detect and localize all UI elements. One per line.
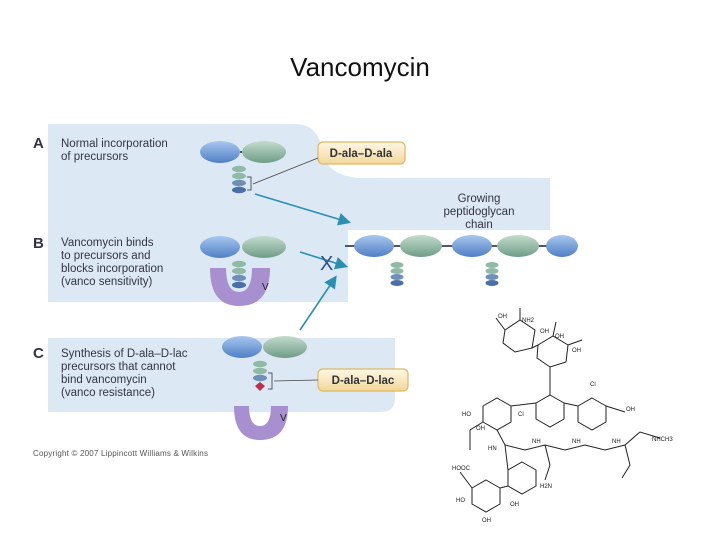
panel-a-text-2: of precursors bbox=[61, 151, 128, 163]
growing-chain-line-3: chain bbox=[465, 219, 493, 231]
label-oh-1: OH bbox=[498, 314, 507, 320]
d-ala-d-ala-tag: D-ala–D-ala bbox=[317, 141, 406, 165]
label-nhch3: NHCH3 bbox=[652, 437, 673, 443]
label-nh-3: NH bbox=[612, 439, 621, 445]
vancomycin-bound-b: V bbox=[210, 268, 270, 306]
panel-c-text-2: precursors that cannot bbox=[61, 361, 176, 373]
pointer-line-a bbox=[252, 157, 319, 185]
growing-chain-line-1: Growing bbox=[458, 193, 501, 205]
panel-c-text-4: (vanco resistance) bbox=[61, 387, 155, 399]
incorporation-arrow bbox=[254, 193, 352, 226]
precursor-b bbox=[200, 236, 286, 289]
label-cl-1: Cl bbox=[590, 382, 596, 388]
panel-c-text-1: Synthesis of D-ala–D-lac bbox=[61, 348, 188, 360]
precursor-c bbox=[222, 336, 307, 391]
label-ho-1: HO bbox=[462, 412, 471, 418]
label-oh-7: OH bbox=[510, 502, 519, 508]
label-oh-4: OH bbox=[572, 348, 581, 354]
d-ala-d-ala-label: D-ala–D-ala bbox=[330, 148, 393, 160]
panel-c-text-3: bind vancomycin bbox=[61, 374, 147, 386]
panel-a-letter: A bbox=[33, 135, 44, 152]
label-hooc: HOOC bbox=[452, 466, 471, 472]
copyright-notice: Copyright © 2007 Lippincott Williams & W… bbox=[33, 449, 209, 458]
vanco-label-c: V bbox=[280, 413, 287, 424]
vancomycin-structure bbox=[459, 308, 661, 513]
resistance-arrow bbox=[299, 275, 337, 331]
label-h2n: H2N bbox=[540, 484, 552, 490]
panel-b-text-1: Vancomycin binds bbox=[61, 237, 154, 249]
panel-b-letter: B bbox=[33, 235, 44, 252]
panel-c-letter: C bbox=[33, 345, 44, 362]
label-oh-5: OH bbox=[626, 407, 635, 413]
structure-labels: NH2 OH OH OH OH Cl Cl HO OH OH NHCH3 HN … bbox=[452, 314, 673, 524]
label-ho-2: HO bbox=[456, 498, 465, 504]
label-oh-2: OH bbox=[540, 329, 549, 335]
label-nh-1: NH bbox=[532, 439, 541, 445]
precursor-a bbox=[200, 141, 286, 194]
label-hn: HN bbox=[488, 446, 497, 452]
peptidoglycan-chain bbox=[345, 235, 578, 286]
label-nh2-sugar: NH2 bbox=[522, 318, 535, 324]
label-oh-6: OH bbox=[476, 426, 485, 432]
page-title: Vancomycin bbox=[290, 52, 430, 82]
label-oh-3: OH bbox=[555, 334, 564, 340]
growing-chain-line-2: peptidoglycan bbox=[444, 206, 515, 218]
panel-b-background bbox=[48, 230, 348, 302]
panel-a-text-1: Normal incorporation bbox=[61, 138, 168, 150]
panel-b-text-2: to precursors and bbox=[61, 250, 151, 262]
panel-a-background bbox=[48, 124, 550, 230]
panel-b-text-4: (vanco sensitivity) bbox=[61, 276, 153, 288]
vanco-label-b: V bbox=[262, 282, 269, 293]
block-x-mark: X bbox=[320, 253, 333, 275]
panel-c-background bbox=[48, 338, 395, 412]
panel-b-text-3: blocks incorporation bbox=[61, 263, 163, 275]
d-ala-d-lac-label: D-ala–D-lac bbox=[332, 375, 395, 387]
vancomycin-unbound-c: V bbox=[234, 406, 288, 440]
label-nh-2: NH bbox=[572, 439, 581, 445]
pointer-line-c bbox=[273, 379, 319, 382]
blocked-arrow bbox=[299, 251, 349, 270]
d-ala-d-lac-tag: D-ala–D-lac bbox=[317, 368, 409, 392]
label-cl-2: Cl bbox=[518, 412, 524, 418]
label-oh-8: OH bbox=[482, 518, 491, 524]
